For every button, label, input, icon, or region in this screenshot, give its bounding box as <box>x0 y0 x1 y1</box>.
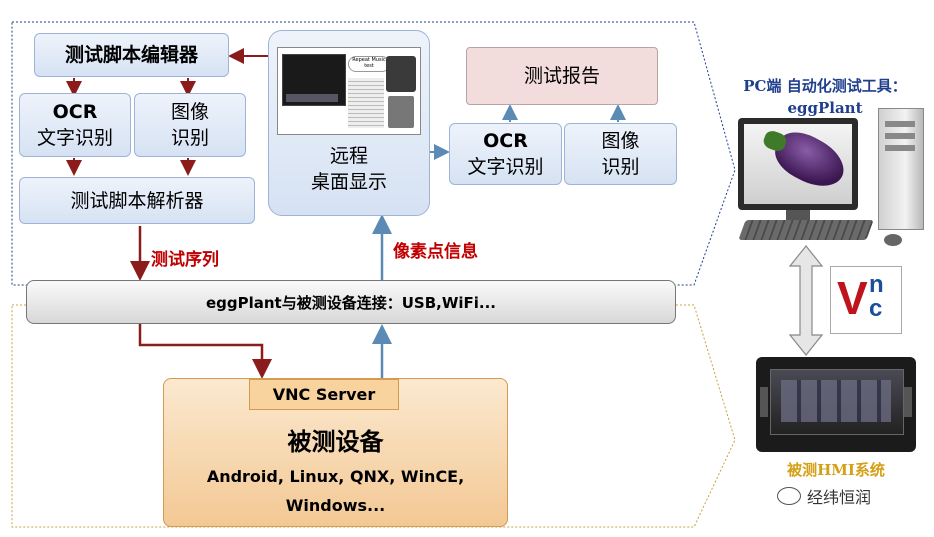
hmi-device-illustration <box>756 357 916 452</box>
remote-desktop-screenshot: Repeat Music test <box>277 47 421 135</box>
pixel-info-label: 像素点信息 <box>393 242 478 262</box>
ocr-left-box: OCR 文字识别 <box>19 93 131 157</box>
script-parser-label: 测试脚本解析器 <box>70 189 204 212</box>
pc-tower-icon <box>878 108 924 230</box>
pc-hmi-double-arrow <box>788 245 824 356</box>
image-left-box: 图像 识别 <box>134 93 246 157</box>
connection-bar-label: eggPlant与被测设备连接：USB,WiFi... <box>205 293 497 312</box>
vnc-server-box: VNC Server <box>249 379 399 410</box>
script-editor-box: 测试脚本编辑器 <box>34 33 229 77</box>
pc-tool-label-line2: eggPlant <box>787 99 863 117</box>
screenshot-bubble: Repeat Music test <box>348 56 390 72</box>
watermark: 经纬恒润 <box>777 484 871 508</box>
image-right-line1: 图像 <box>601 130 640 152</box>
remote-desktop-line1: 远程 <box>329 145 368 167</box>
keyboard-icon <box>738 220 874 240</box>
wechat-icon <box>777 487 801 505</box>
device-os-line2: Windows... <box>285 496 386 515</box>
remote-desktop-line2: 桌面显示 <box>310 171 387 193</box>
device-title: 被测设备 <box>287 428 384 456</box>
test-report-box: 测试报告 <box>466 47 658 105</box>
vnc-logo: V n c <box>830 266 902 334</box>
pc-illustration <box>738 108 928 248</box>
pc-tool-label-line1: PC端 自动化测试工具： <box>743 77 907 95</box>
script-parser-box: 测试脚本解析器 <box>19 177 255 224</box>
image-right-box: 图像 识别 <box>564 123 677 185</box>
ocr-left-line1: OCR <box>52 101 98 123</box>
device-os-list: Android, Linux, QNX, WinCE, Windows... <box>163 462 508 520</box>
pc-region-outline <box>11 21 736 286</box>
vnc-server-label: VNC Server <box>272 385 376 404</box>
arrow-bar-to-vnc <box>138 324 272 379</box>
hmi-system-label: 被测HMI系统 <box>787 461 885 479</box>
image-left-line1: 图像 <box>170 101 209 123</box>
device-os-line1: Android, Linux, QNX, WinCE, <box>206 467 465 486</box>
image-right-line2: 识别 <box>601 156 640 178</box>
connection-bar: eggPlant与被测设备连接：USB,WiFi... <box>26 280 676 324</box>
remote-desktop-box: Repeat Music test 远程 桌面显示 <box>268 30 430 216</box>
test-report-label: 测试报告 <box>523 65 600 87</box>
ocr-right-box: OCR 文字识别 <box>449 123 562 185</box>
ocr-right-line1: OCR <box>483 130 528 152</box>
mouse-icon <box>884 234 902 246</box>
ocr-right-line2: 文字识别 <box>467 156 544 178</box>
watermark-text: 经纬恒润 <box>807 488 872 507</box>
script-editor-label: 测试脚本编辑器 <box>64 44 198 66</box>
monitor-icon <box>738 118 858 210</box>
test-sequence-label: 测试序列 <box>151 250 219 270</box>
ocr-left-line2: 文字识别 <box>36 127 113 149</box>
image-left-line2: 识别 <box>170 127 209 149</box>
pc-tool-label: PC端 自动化测试工具： eggPlant <box>716 75 934 119</box>
